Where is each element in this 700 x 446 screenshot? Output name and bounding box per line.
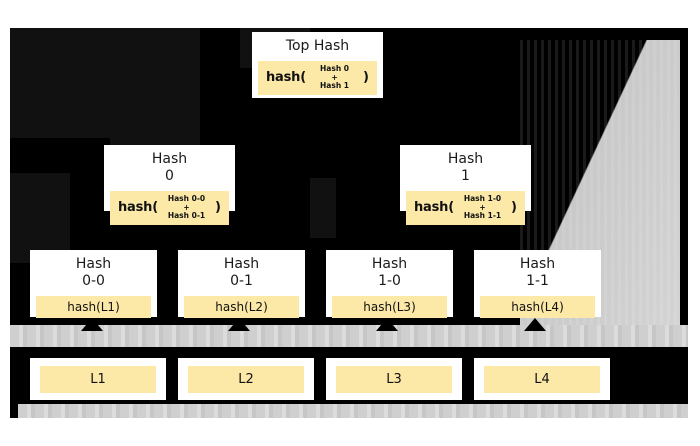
hash-expression: hash(L2) — [215, 300, 268, 314]
hash-arguments: Hash 0-0 + Hash 0-1 — [167, 194, 206, 220]
node-formula: hash( Hash 1-0 + Hash 1-1 ) — [406, 191, 525, 225]
node-title: Hash 1-0 — [371, 256, 408, 289]
node-formula: hash(L4) — [480, 296, 595, 318]
connector-arrow-l4 — [524, 318, 546, 331]
node-title: Hash 1 — [447, 151, 484, 184]
node-formula: hash( Hash 0 + Hash 1 ) — [258, 61, 377, 95]
hash-function-label: hash( — [414, 200, 454, 216]
node-title: Hash 0-0 — [75, 256, 112, 289]
node-hash-0[interactable]: Hash 0 hash( Hash 0-0 + Hash 0-1 ) — [104, 145, 235, 225]
node-formula: hash( Hash 0-0 + Hash 0-1 ) — [110, 191, 229, 225]
node-top-hash[interactable]: Top Hash hash( Hash 0 + Hash 1 ) — [252, 32, 383, 98]
node-formula: hash(L1) — [36, 296, 151, 318]
node-formula: hash(L3) — [332, 296, 447, 318]
band-notch — [522, 347, 550, 357]
hash-function-label: hash( — [118, 200, 158, 216]
closing-paren: ) — [363, 70, 369, 86]
node-hash-1[interactable]: Hash 1 hash( Hash 1-0 + Hash 1-1 ) — [400, 145, 531, 225]
node-hash-0-0[interactable]: Hash 0-0 hash(L1) — [30, 250, 157, 318]
node-title: Hash 0 — [151, 151, 188, 184]
data-block-label: L1 — [40, 365, 156, 393]
connector-arrow-l3 — [376, 318, 398, 331]
node-title: Hash 1-1 — [519, 256, 556, 289]
node-hash-1-0[interactable]: Hash 1-0 hash(L3) — [326, 250, 453, 318]
closing-paren: ) — [511, 200, 517, 216]
hash-expression: hash(L1) — [67, 300, 120, 314]
data-block-l3[interactable]: L3 — [326, 358, 462, 400]
connector-arrow-l1 — [81, 318, 103, 331]
data-block-l4[interactable]: L4 — [474, 358, 610, 400]
hash-expression: hash(L4) — [511, 300, 564, 314]
band-notch — [226, 347, 254, 357]
band-notch — [78, 347, 106, 357]
data-block-l1[interactable]: L1 — [30, 358, 166, 400]
node-title: Hash 0-1 — [223, 256, 260, 289]
node-formula: hash(L2) — [184, 296, 299, 318]
background-shade — [10, 28, 110, 138]
texture-band-bottom — [18, 404, 688, 418]
hash-arguments: Hash 1-0 + Hash 1-1 — [463, 194, 502, 220]
connector-arrow-l2 — [228, 318, 250, 331]
data-block-l2[interactable]: L2 — [178, 358, 314, 400]
background-blob — [606, 352, 676, 402]
band-notch — [374, 347, 402, 357]
background-shade — [310, 178, 336, 238]
closing-paren: ) — [215, 200, 221, 216]
hash-function-label: hash( — [266, 70, 306, 86]
background-shade — [110, 28, 200, 163]
texture-band-middle — [10, 325, 688, 347]
data-block-label: L2 — [188, 365, 304, 393]
data-block-label: L4 — [484, 365, 600, 393]
node-hash-0-1[interactable]: Hash 0-1 hash(L2) — [178, 250, 305, 318]
data-block-label: L3 — [336, 365, 452, 393]
node-hash-1-1[interactable]: Hash 1-1 hash(L4) — [474, 250, 601, 318]
background-shade — [10, 173, 70, 263]
hash-arguments: Hash 0 + Hash 1 — [320, 64, 349, 90]
hash-expression: hash(L3) — [363, 300, 416, 314]
node-title: Top Hash — [285, 38, 350, 54]
